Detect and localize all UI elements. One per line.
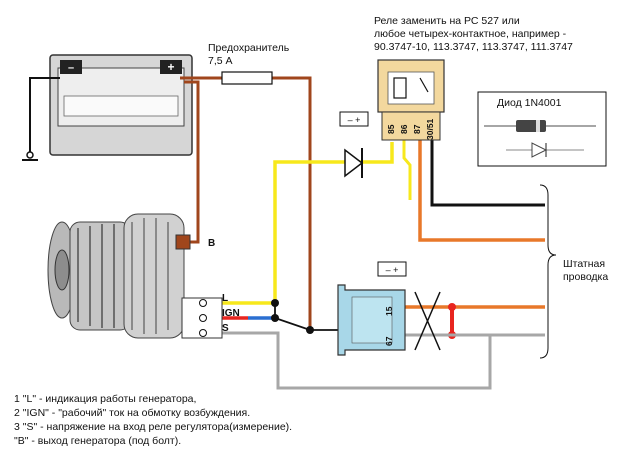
svg-text:– +: – + [386, 265, 399, 275]
wire-orange-reg [402, 140, 412, 200]
fuse-label: Предохранитель [208, 42, 290, 54]
fuse: Предохранитель 7,5 А [208, 42, 290, 85]
wire-gray [222, 331, 492, 390]
regulator-pin-67: 67 [384, 336, 394, 346]
legend-line-3: 3 "S" - напряжение на вход реле регулято… [14, 421, 292, 433]
diode-box-title: Диод 1N4001 [497, 97, 562, 109]
relay-note-line2: любое четырех-контактное, например - [374, 28, 567, 40]
relay-note: Реле заменить на РС 527 или любое четыре… [374, 15, 573, 53]
voltage-regulator: 15 67 [337, 284, 406, 356]
battery-plus-sign: + [167, 60, 174, 74]
ground-symbol [22, 77, 60, 161]
alternator: B L IGN S [47, 213, 240, 339]
relay-note-line1: Реле заменить на РС 527 или [374, 15, 520, 27]
legend: 1 "L" - индикация работы генератора, 2 "… [14, 393, 292, 447]
wire-black-jumper [274, 303, 345, 331]
legend-line-2: 2 "IGN" - "рабочий" ток на обмотку возбу… [14, 407, 250, 419]
relay: 85 86 87 30/51 [377, 59, 445, 141]
polarity-sign-regulator: – + [377, 261, 407, 277]
stock-wiring-brace: Штатная проводка [539, 184, 608, 359]
wire-orange-relay [418, 140, 545, 242]
relay-pin-86: 86 [399, 124, 409, 134]
stock-wiring-line2: проводка [563, 271, 608, 283]
terminal-ign-label: IGN [222, 308, 240, 319]
stock-wiring-line1: Штатная [563, 258, 605, 270]
polarity-sign-relay: – + [339, 111, 369, 127]
svg-text:– +: – + [348, 115, 361, 125]
relay-pin-87: 87 [412, 124, 422, 134]
relay-note-line3: 90.3747-10, 113.3747, 113.3747, 111.3747 [374, 41, 573, 53]
battery-minus-sign: – [68, 62, 74, 74]
regulator-pin-15: 15 [384, 306, 394, 316]
terminal-l-label: L [222, 293, 228, 304]
wire-yellow [222, 142, 394, 305]
diode-symbol [344, 148, 364, 178]
legend-line-1: 1 "L" - индикация работы генератора, [14, 393, 196, 405]
relay-pin-30-51: 30/51 [425, 118, 435, 140]
cross-mark [414, 291, 441, 351]
terminal-b-label: B [208, 238, 215, 249]
fuse-rating: 7,5 А [208, 55, 233, 67]
wire-black-relay [430, 140, 545, 207]
diode-info-box: Диод 1N4001 [477, 91, 607, 167]
wire-brown-b [184, 80, 200, 244]
legend-line-4: "B" - выход генератора (под болт). [14, 435, 181, 447]
relay-pin-85: 85 [386, 124, 396, 134]
terminal-s-label: S [222, 323, 229, 334]
battery: – + [49, 54, 193, 156]
